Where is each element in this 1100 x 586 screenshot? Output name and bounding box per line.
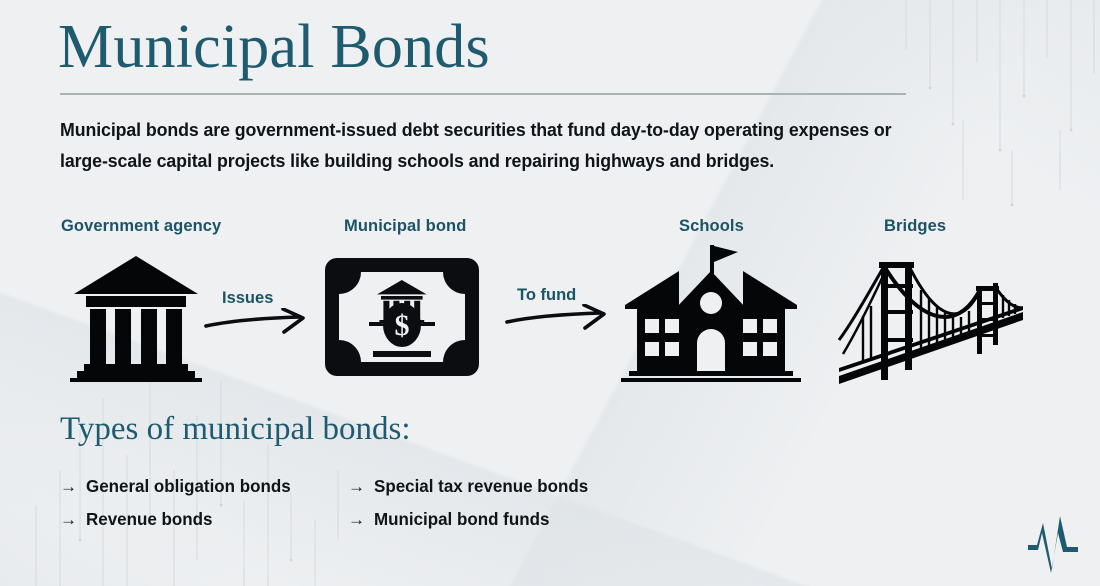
flow-label-schools: Schools: [679, 217, 744, 235]
arrow-right-icon: →: [348, 510, 365, 529]
list-item: → General obligation bonds: [60, 476, 297, 497]
title-divider: [60, 93, 906, 95]
flow-label-bridges: Bridges: [884, 217, 947, 235]
list-item-label: Revenue bonds: [86, 509, 213, 529]
types-column-right: → Special tax revenue bonds → Municipal …: [348, 476, 595, 542]
types-heading: Types of municipal bonds:: [60, 411, 411, 447]
school-icon: [617, 243, 805, 388]
svg-text:$: $: [395, 309, 410, 342]
description-text: Municipal bonds are government-issued de…: [60, 119, 892, 171]
arrow-right-icon: →: [60, 477, 77, 496]
banknote-icon: $: [323, 256, 481, 383]
list-item: → Special tax revenue bonds: [348, 476, 595, 497]
marketbeat-m-logo: [1024, 511, 1082, 578]
connector-label-to-fund: To fund: [517, 286, 577, 304]
connector-label-issues: Issues: [222, 289, 274, 307]
page-title: Municipal Bonds: [58, 13, 490, 81]
list-item: → Revenue bonds: [60, 509, 297, 530]
arrow-right-icon: [505, 303, 611, 343]
flow-label-municipal-bond: Municipal bond: [344, 217, 467, 235]
government-building-icon: [70, 252, 202, 387]
list-item-label: Special tax revenue bonds: [374, 476, 589, 496]
list-item-label: General obligation bonds: [86, 476, 291, 496]
arrow-right-icon: →: [60, 510, 77, 529]
list-item: → Municipal bond funds: [348, 509, 595, 530]
list-item-label: Municipal bond funds: [374, 509, 550, 529]
suspension-bridge-icon: [837, 250, 1024, 389]
arrow-right-icon: →: [348, 477, 365, 496]
flow-label-government-agency: Government agency: [61, 217, 222, 235]
types-column-left: → General obligation bonds → Revenue bon…: [60, 476, 297, 542]
arrow-right-icon: [204, 307, 310, 347]
